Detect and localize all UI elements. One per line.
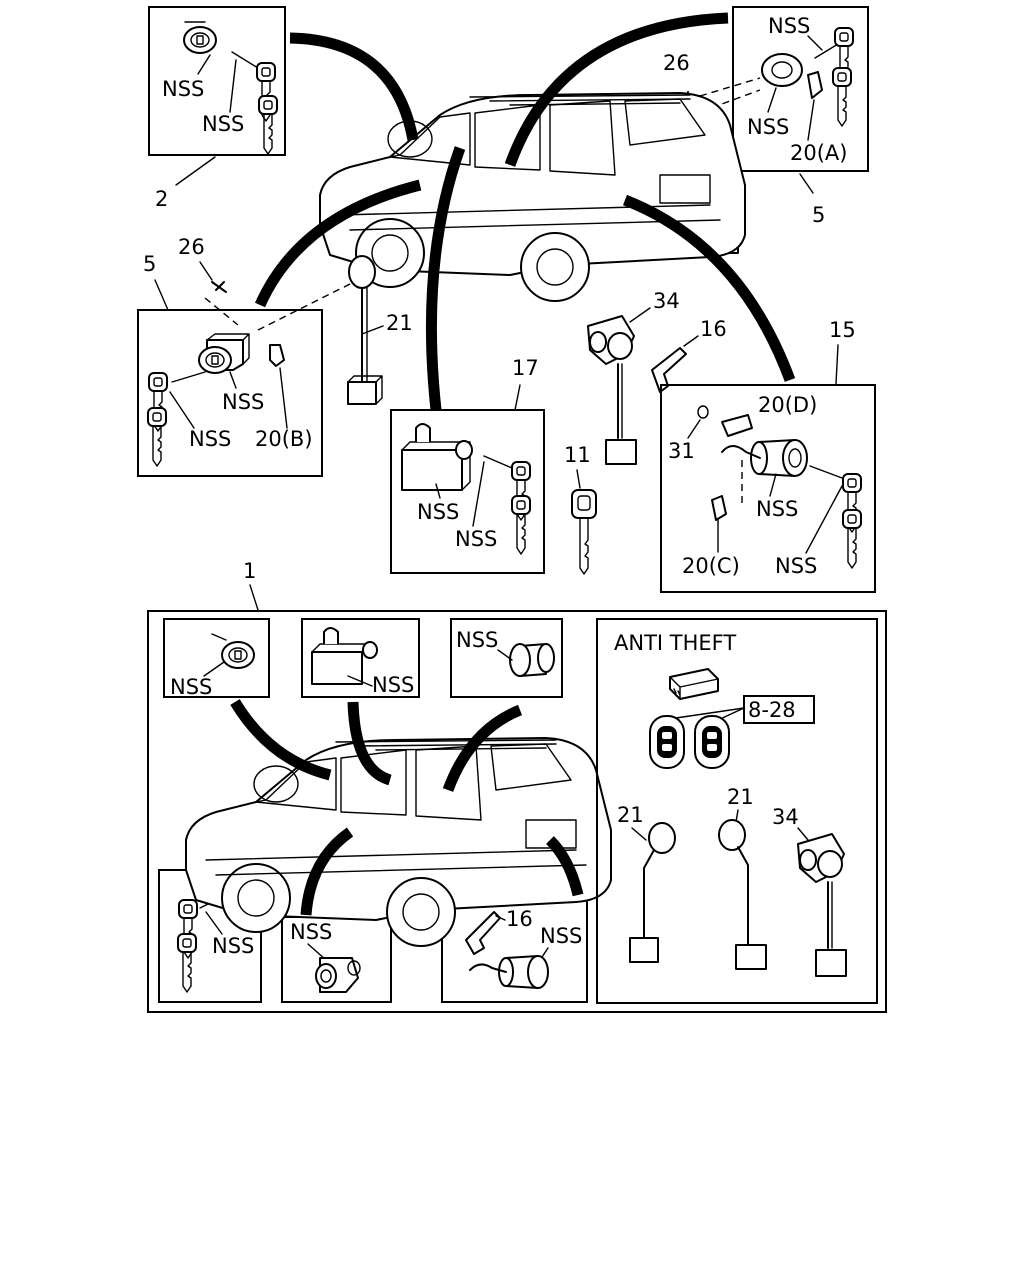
washer-icon (697, 405, 709, 419)
lock-cylinder-icon (221, 641, 255, 669)
lock-cylinder-icon (198, 346, 232, 374)
nss-label: NSS (456, 628, 498, 652)
control-module-icon (669, 668, 719, 700)
door-lock-actuator-icon (718, 819, 767, 970)
rear-latch-actuator-icon (797, 833, 847, 977)
box-5-left (137, 309, 323, 477)
callout-16-top: 16 (700, 317, 727, 341)
leader-arc (425, 146, 466, 411)
callout-5-left: 5 (143, 252, 156, 276)
door-lock-actuator-icon (315, 957, 361, 993)
callout-2: 2 (155, 187, 168, 211)
nss-label: NSS (212, 934, 254, 958)
linkage-icon (721, 445, 761, 459)
leader-arc (300, 827, 354, 916)
callout-26-top: 26 (663, 51, 690, 75)
nss-label: NSS (775, 554, 817, 578)
tailgate-cylinder-icon (498, 955, 549, 989)
key-icon (571, 489, 597, 575)
inner-box-tailgate-lock (301, 618, 420, 698)
leader-arc (622, 194, 796, 382)
inner-box-cylinder (450, 618, 563, 698)
box-2 (148, 6, 286, 156)
screw-icon (211, 281, 227, 293)
callout-34-top: 34 (653, 289, 680, 313)
linkage-icon (469, 963, 507, 973)
tailgate-lock-icon (311, 627, 378, 685)
nss-label: NSS (768, 14, 810, 38)
nss-label: NSS (222, 390, 264, 414)
door-lock-cylinder-icon (183, 26, 217, 54)
callout-5-top: 5 (812, 203, 825, 227)
tailgate-cylinder-icon (509, 643, 555, 677)
remote-transmitter-icon (694, 715, 730, 769)
box-17 (390, 409, 545, 574)
nss-label: NSS (417, 500, 459, 524)
box-1 (147, 610, 887, 1013)
key-blank-icon (171, 371, 206, 383)
inner-box-cylinder (163, 618, 270, 698)
callout-20b: 20(B) (255, 427, 313, 451)
nss-label: NSS (455, 527, 497, 551)
key-blank-icon (231, 51, 259, 69)
nss-label: NSS (372, 673, 414, 697)
callout-1: 1 (243, 559, 256, 583)
box-15 (660, 384, 876, 593)
leader-arc (347, 701, 392, 786)
leader-arc (545, 836, 584, 897)
lock-cylinder-icon (761, 53, 803, 87)
clip-icon (807, 71, 823, 99)
callout-11: 11 (564, 443, 591, 467)
callout-20c: 20(C) (682, 554, 740, 578)
key-blank-icon (809, 465, 843, 479)
key-icon (832, 67, 852, 127)
nss-label: NSS (170, 675, 212, 699)
callout-20a: 20(A) (790, 141, 847, 165)
callout-31: 31 (668, 439, 695, 463)
clip-icon (269, 344, 285, 367)
bracket-icon (465, 911, 501, 955)
callout-26-left: 26 (178, 235, 205, 259)
callout-15: 15 (829, 318, 856, 342)
nss-label: NSS (540, 924, 582, 948)
nss-label: NSS (162, 77, 204, 101)
door-lock-actuator-icon (629, 822, 676, 963)
vehicle-icon (185, 737, 612, 947)
box-5-top (732, 6, 869, 172)
leader-arc (442, 704, 523, 792)
key-icon (147, 407, 167, 467)
callout-828: 8-28 (748, 698, 796, 722)
callout-17: 17 (512, 356, 539, 380)
leader-arc (289, 32, 419, 141)
callout-21-left: 21 (386, 311, 413, 335)
tailgate-lock-icon (401, 423, 473, 491)
key-icon (511, 495, 531, 555)
leader-arc (254, 179, 422, 308)
lever-icon (721, 414, 753, 437)
remote-transmitter-icon (649, 715, 685, 769)
callout-828-box (743, 695, 815, 724)
nss-label: NSS (202, 112, 244, 136)
anti-theft-title: ANTI THEFT (614, 631, 736, 655)
callout-16-box: 16 (506, 907, 533, 931)
key-icon (842, 509, 862, 569)
nss-label: NSS (189, 427, 231, 451)
leader-arc (504, 12, 729, 167)
key-blank-icon (483, 455, 513, 469)
nss-label: NSS (756, 497, 798, 521)
callout-34-anti: 34 (772, 805, 799, 829)
clip-icon (711, 495, 727, 521)
callout-21-anti-a: 21 (617, 803, 644, 827)
key-icon (177, 933, 197, 993)
callout-21-anti-b: 21 (727, 785, 754, 809)
callout-20d: 20(D) (758, 393, 817, 417)
anti-theft-box (596, 618, 878, 1004)
rear-latch-actuator-icon (587, 315, 637, 465)
key-icon (258, 95, 278, 155)
leader-arc (230, 699, 332, 781)
nss-label: NSS (290, 920, 332, 944)
nss-label: NSS (747, 115, 789, 139)
